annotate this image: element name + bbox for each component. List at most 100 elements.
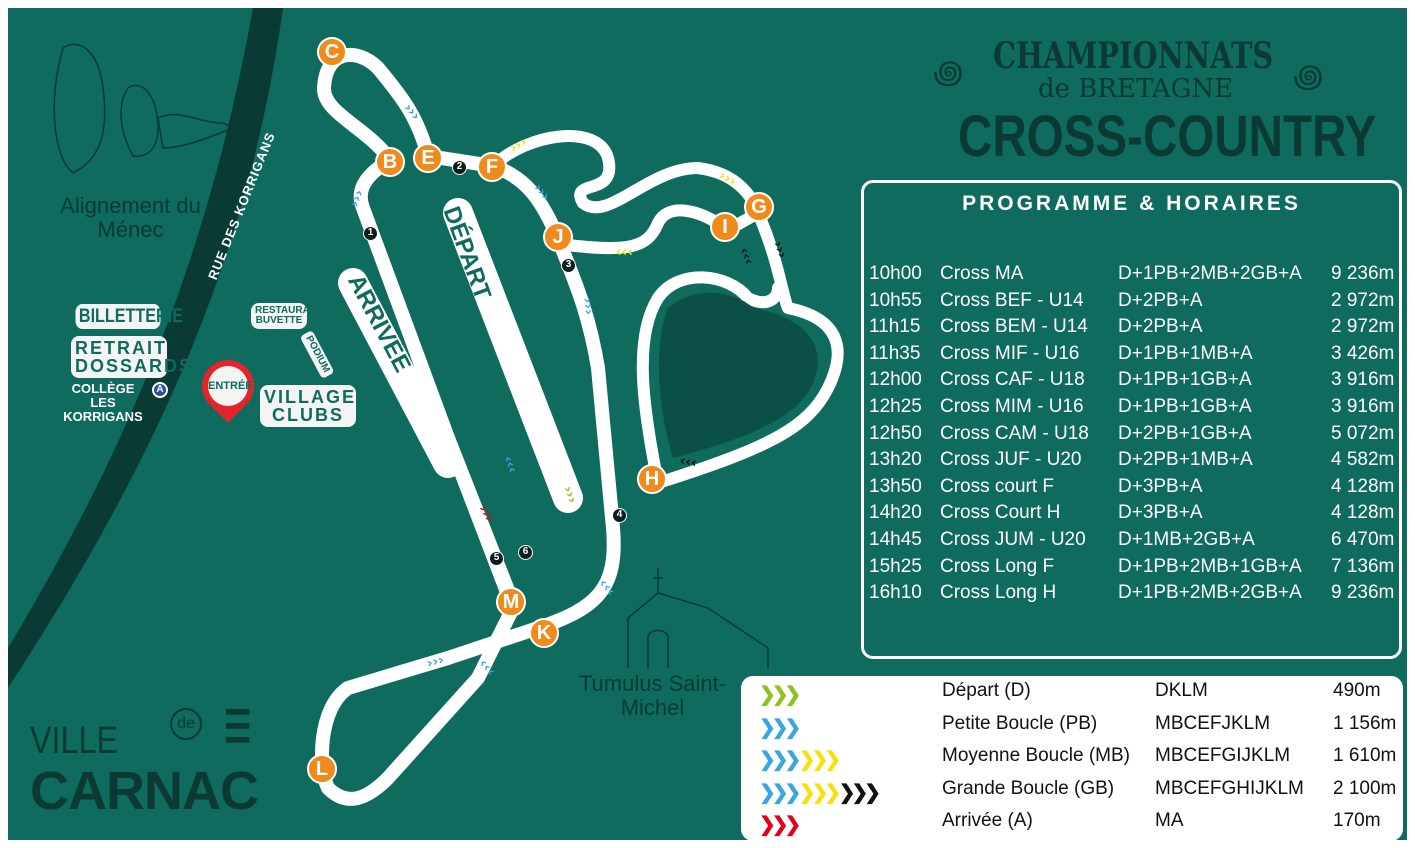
legend-route: MA	[1155, 810, 1184, 831]
map-drawing: ››› ››› ››› ››› ››› ››› ››› ››› ››› ››› …	[8, 8, 844, 806]
programme-distance: 7 136m	[1331, 555, 1395, 577]
svg-text:›››: ›››	[616, 244, 633, 260]
km-marker-1: 1	[363, 226, 378, 241]
marker-g: G	[744, 192, 774, 222]
programme-race: Cross MIF - U16	[940, 342, 1080, 364]
programme-time: 10h55	[869, 289, 922, 311]
programme-race: Cross Long H	[940, 582, 1057, 604]
programme-race: Cross JUF - U20	[940, 449, 1082, 471]
programme-distance: 3 916m	[1331, 396, 1395, 417]
programme-time: 12h50	[869, 422, 922, 444]
programme-race: Cross Long F	[940, 555, 1055, 577]
legend-route: DKLM	[1155, 680, 1208, 701]
entree-label: ENTRÉE	[208, 366, 253, 406]
village-clubs-label: VILLAGE CLUBS	[260, 385, 356, 427]
marker-k: K	[529, 618, 559, 648]
programme-course: D+2PB+1GB+A	[1118, 422, 1252, 444]
chevron-arrows-icon: ❯❯❯ ❯❯❯	[759, 749, 841, 771]
programme-race: Cross JUM - U20	[940, 529, 1086, 550]
svg-text:›››: ›››	[500, 454, 521, 476]
programme-time: 14h45	[869, 529, 922, 550]
marker-c: C	[317, 37, 347, 67]
legend-distance: 170m	[1333, 810, 1381, 831]
chevron-arrows-icon: ❯❯❯	[759, 716, 801, 739]
legend-distance: 1 610m	[1333, 745, 1397, 766]
programme-race: Cross CAF - U18	[940, 369, 1085, 391]
marker-e: E	[413, 143, 443, 173]
programme-course: D+3PB+A	[1118, 502, 1203, 524]
svg-text:›››: ›››	[559, 484, 580, 506]
programme-course: D+1PB+1MB+A	[1118, 342, 1253, 364]
legend-name: Grande Boucle (GB)	[942, 777, 1115, 799]
svg-text:›››: ›››	[579, 297, 596, 316]
programme-distance: 9 236m	[1331, 263, 1395, 284]
svg-text:›››: ›››	[716, 168, 739, 191]
programme-time: 13h20	[869, 449, 922, 471]
retrait-dossards-label: RETRAIT DOSSARDS	[71, 336, 191, 378]
svg-text:›››: ›››	[475, 502, 498, 525]
programme-course: D+1PB+2MB+2GB+A	[1118, 263, 1302, 284]
place-menec: Alignement du Ménec	[60, 193, 201, 242]
restauration-buvette-label: RESTAURATION BUVETTE	[251, 303, 333, 329]
rue-des-korrigans-road	[8, 8, 283, 688]
legend-route: MBCEFGHIJKLM	[1155, 777, 1304, 799]
legend-name: Petite Boucle (PB)	[942, 712, 1098, 734]
programme-time: 16h10	[869, 582, 922, 604]
programme-distance: 2 972m	[1331, 316, 1395, 338]
legend-distance: 490m	[1333, 680, 1381, 701]
championship-title: CHAMPIONNATS	[993, 35, 1274, 77]
svg-text:›››: ›››	[678, 453, 698, 472]
place-tumulus: Tumulus Saint-Michel	[578, 671, 727, 720]
programme-title: PROGRAMME & HORAIRES	[962, 192, 1301, 215]
programme-distance: 5 072m	[1331, 422, 1395, 444]
programme-distance: 4 582m	[1331, 449, 1395, 471]
event-title: CROSS-COUNTRY	[958, 104, 1377, 169]
medium-loop-path	[487, 130, 764, 255]
svg-text:›››: ›››	[425, 652, 446, 672]
triskel-icon: ꩜	[1293, 58, 1324, 94]
big-loop-heart-path	[636, 207, 844, 489]
svg-text:›››: ›››	[736, 245, 757, 267]
programme-race: Cross MA	[940, 263, 1024, 284]
legend-route: MBCEFJKLM	[1155, 712, 1271, 734]
programme-distance: 6 470m	[1331, 529, 1395, 550]
programme-time: 14h20	[869, 502, 922, 524]
college-marker: A	[152, 382, 168, 398]
programme-distance: 4 128m	[1331, 475, 1395, 497]
championship-subtitle: de BRETAGNE	[1038, 74, 1234, 104]
programme-course: D+2PB+A	[1118, 289, 1203, 311]
programme-time: 15h25	[869, 555, 922, 577]
programme-course: D+1PB+1GB+A	[1118, 396, 1252, 417]
chevron-arrows-icon: ❯❯❯ ❯❯❯ ❯❯❯	[759, 781, 881, 804]
marker-m: M	[496, 587, 526, 617]
programme-race: Cross MIM - U16	[940, 396, 1084, 417]
course-map: ››› ››› ››› ››› ››› ››› ››› ››› ››› ››› …	[8, 8, 1407, 841]
chevron-arrows-icon: ❯❯❯	[759, 814, 801, 836]
marker-l: L	[307, 754, 337, 784]
monolith-drawing	[53, 43, 235, 174]
programme-time: 11h15	[869, 316, 921, 338]
programme-time: 13h50	[869, 475, 922, 497]
programme-distance: 9 236m	[1331, 582, 1395, 604]
legend-name: Arrivée (A)	[942, 810, 1033, 831]
chevron-arrows-icon: ❯❯❯	[759, 684, 801, 706]
km-marker-5: 5	[489, 551, 504, 566]
chapel-drawing	[627, 568, 769, 668]
programme-course: D+2PB+1MB+A	[1118, 449, 1253, 471]
direction-chevrons: ››› ››› ››› ››› ››› ››› ››› ››› ››› ››› …	[347, 100, 790, 679]
programme-distance: 3 916m	[1331, 369, 1395, 391]
programme-course: D+1PB+2MB+2GB+A	[1118, 582, 1302, 604]
programme-course: D+1MB+2GB+A	[1118, 529, 1255, 550]
svg-text:›››: ›››	[507, 134, 530, 157]
programme-time: 12h25	[869, 396, 922, 417]
programme-distance: 3 426m	[1331, 342, 1395, 364]
logo-stripes-icon: ☰	[223, 703, 252, 752]
legend-route: MBCEFGIJKLM	[1155, 745, 1291, 766]
legend-name: Moyenne Boucle (MB)	[942, 745, 1130, 766]
marker-j: J	[543, 222, 573, 252]
programme-course: D+2PB+A	[1118, 316, 1203, 338]
svg-text:›››: ›››	[769, 239, 790, 261]
programme-race: Cross CAM - U18	[940, 422, 1089, 444]
billetterie-label: BILLETTERIE	[75, 304, 183, 329]
